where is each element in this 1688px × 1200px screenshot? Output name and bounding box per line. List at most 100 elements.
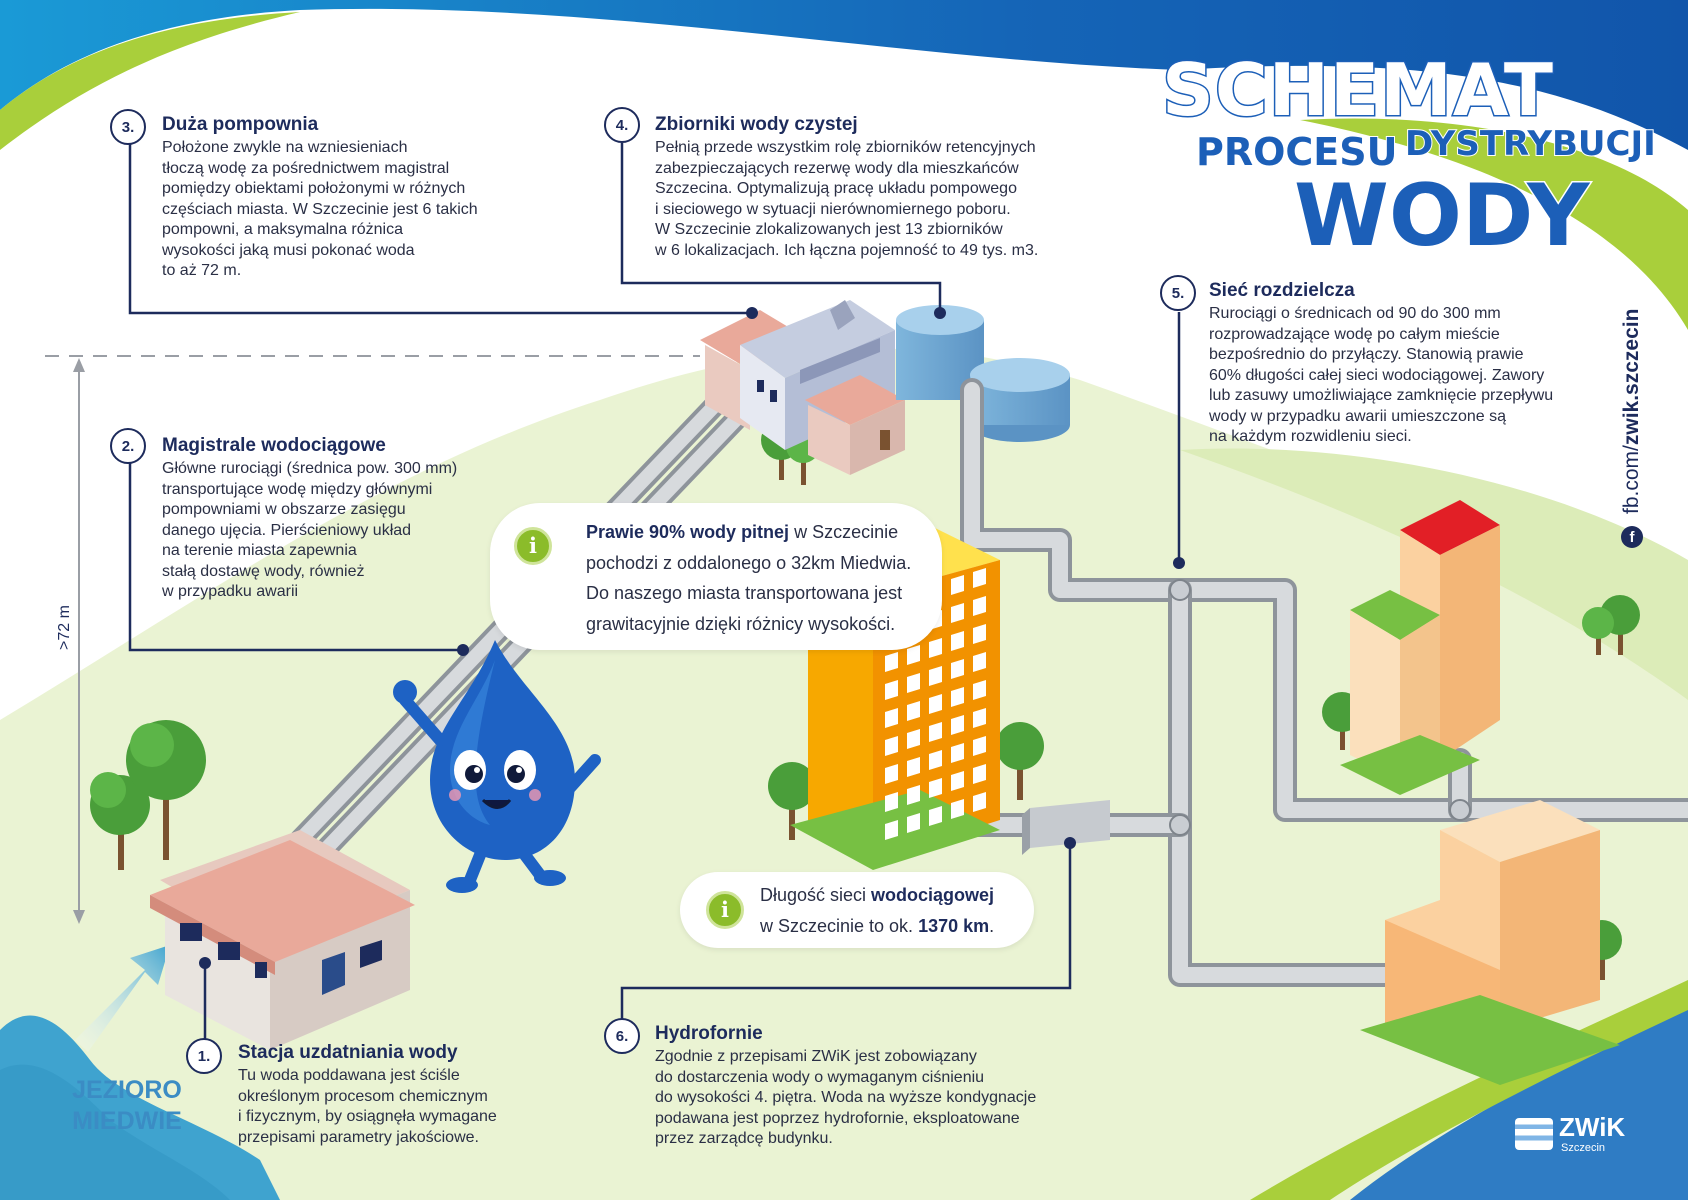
leader-dots <box>199 307 1185 969</box>
hydrophore-unit <box>1022 800 1110 855</box>
tower-window <box>907 813 920 833</box>
tower-window <box>885 652 898 672</box>
height-label: >72 m <box>56 605 73 650</box>
tower-window <box>929 694 942 714</box>
step-3-title: Duża pompownia <box>162 114 319 135</box>
tower-window <box>973 792 986 812</box>
step-2-title: Magistrale wodociągowe <box>162 435 386 456</box>
logo-wave-icon <box>1515 1118 1553 1150</box>
callout-1-line-3: Do naszego miasta transportowana jest <box>586 583 903 603</box>
title-line-2a: PROCESU <box>1195 129 1398 175</box>
step-3-body: Położone zwykle na wzniesieniach tłoczą … <box>162 139 478 279</box>
tower-window <box>951 603 964 623</box>
top-wave <box>0 0 1688 150</box>
tower-window <box>885 764 898 784</box>
lake-label-line-2: MIEDWIE <box>72 1107 182 1135</box>
step-2-number: 2. <box>110 428 146 464</box>
valves <box>1169 579 1471 836</box>
tower-window <box>951 575 964 595</box>
tower-window <box>929 750 942 770</box>
step-3-number: 3. <box>110 109 146 145</box>
tower-window <box>907 701 920 721</box>
facebook-icon: f <box>1621 526 1644 548</box>
meadow-right <box>1180 448 1688 700</box>
tower-window <box>951 687 964 707</box>
logo-name: ZWiK <box>1559 1112 1626 1142</box>
tower-window <box>973 596 986 616</box>
title-line-3: WODY <box>1292 165 1590 268</box>
tower-window <box>973 624 986 644</box>
title-line-1: SCHEMAT <box>1160 47 1555 134</box>
step-6-body: Zgodnie z przepisami ZWiK jest zobowiąza… <box>655 1048 1037 1147</box>
step-1-body: Tu woda poddawana jest ściśle określonym… <box>238 1067 497 1146</box>
tower-window <box>951 631 964 651</box>
callout-1-t1: w Szczecinie <box>789 522 899 542</box>
callout-2-t1: Długość sieci <box>760 885 872 905</box>
tower-window <box>885 708 898 728</box>
water-droplet-mascot <box>393 640 601 893</box>
facebook-prefix: fb.com/ <box>1620 445 1643 514</box>
tower-window <box>907 729 920 749</box>
info-callout-network-length: Długość sieci wodociągowej w Szczecinie … <box>680 872 1034 948</box>
callout-1-bold: Prawie 90% wody pitnej <box>586 522 790 542</box>
green-swoosh-left <box>0 12 300 150</box>
building-green-roof <box>1340 590 1480 795</box>
callout-1-text: Prawie 90% wody pitnej w Szczecinie poch… <box>586 517 936 639</box>
tower-window <box>885 680 898 700</box>
lake-arrow <box>75 945 170 1052</box>
tower-window <box>973 764 986 784</box>
facebook-link[interactable]: f fb.com/zwik.szczecin <box>1620 309 1644 548</box>
info-icon <box>514 527 552 565</box>
tower-window <box>973 736 986 756</box>
callout-2-bold-1: wodociągowej <box>871 885 995 905</box>
step-5-title: Sieć rozdzielcza <box>1209 280 1355 301</box>
facebook-handle: zwik.szczecin <box>1620 308 1643 446</box>
tower-window <box>973 568 986 588</box>
info-callout-water-source: Prawie 90% wody pitnej w Szczecinie poch… <box>490 503 942 650</box>
tower-window <box>885 820 898 840</box>
leader-lines <box>128 143 1181 1040</box>
callout-2-t3: . <box>989 915 995 936</box>
callout-1-line-2: pochodzi z oddalonego o 32km Miedwia. <box>586 552 912 573</box>
treatment-station <box>150 830 415 1050</box>
tower-window <box>951 771 964 791</box>
lake-label-line-1: JEZIORO <box>72 1076 182 1104</box>
green-swoosh-right <box>1300 118 1688 330</box>
step-4-title: Zbiorniki wody czystej <box>655 114 858 135</box>
step-4-number: 4. <box>604 107 640 143</box>
logo-city: Szczecin <box>1561 1142 1606 1154</box>
step-6-title: Hydrofornie <box>655 1023 763 1044</box>
tower-window <box>951 715 964 735</box>
info-icon <box>706 891 744 929</box>
tower-window <box>929 778 942 798</box>
callout-2-text: Długość sieci wodociągowej w Szczecinie … <box>760 880 1030 941</box>
step-5-number: 5. <box>1160 275 1196 311</box>
tower-window <box>951 799 964 819</box>
step-1-title: Stacja uzdatniania wody <box>238 1042 458 1063</box>
tower-window <box>885 792 898 812</box>
step-5-body: Rurociągi o średnicach od 90 do 300 mm r… <box>1209 305 1554 445</box>
step-2-body: Główne rurociągi (średnica pow. 300 mm) … <box>162 460 458 600</box>
tower-window <box>907 645 920 665</box>
pumping-station <box>700 300 905 475</box>
tower-window <box>973 708 986 728</box>
step-4-body: Pełnią przede wszystkim rolę zbiorników … <box>655 139 1039 259</box>
trees-left <box>90 720 206 870</box>
tower-window <box>885 736 898 756</box>
callout-1-line-4: grawitacyjnie dzięki różnicy wysokości. <box>586 613 896 634</box>
tower-window <box>951 743 964 763</box>
callout-2-bold-2: 1370 km <box>918 915 990 936</box>
tower-window <box>973 680 986 700</box>
title-line-2b: DYSTRYBUCJI <box>1404 123 1657 165</box>
tower-window <box>929 722 942 742</box>
tower-window <box>929 638 942 658</box>
tower-window <box>907 673 920 693</box>
building-lower-right <box>1360 800 1620 1085</box>
tower-window <box>907 757 920 777</box>
tower-window <box>929 806 942 826</box>
step-1-number: 1. <box>186 1038 222 1074</box>
step-6-number: 6. <box>604 1018 640 1054</box>
callout-2-t2: w Szczecinie to ok. <box>760 915 919 936</box>
